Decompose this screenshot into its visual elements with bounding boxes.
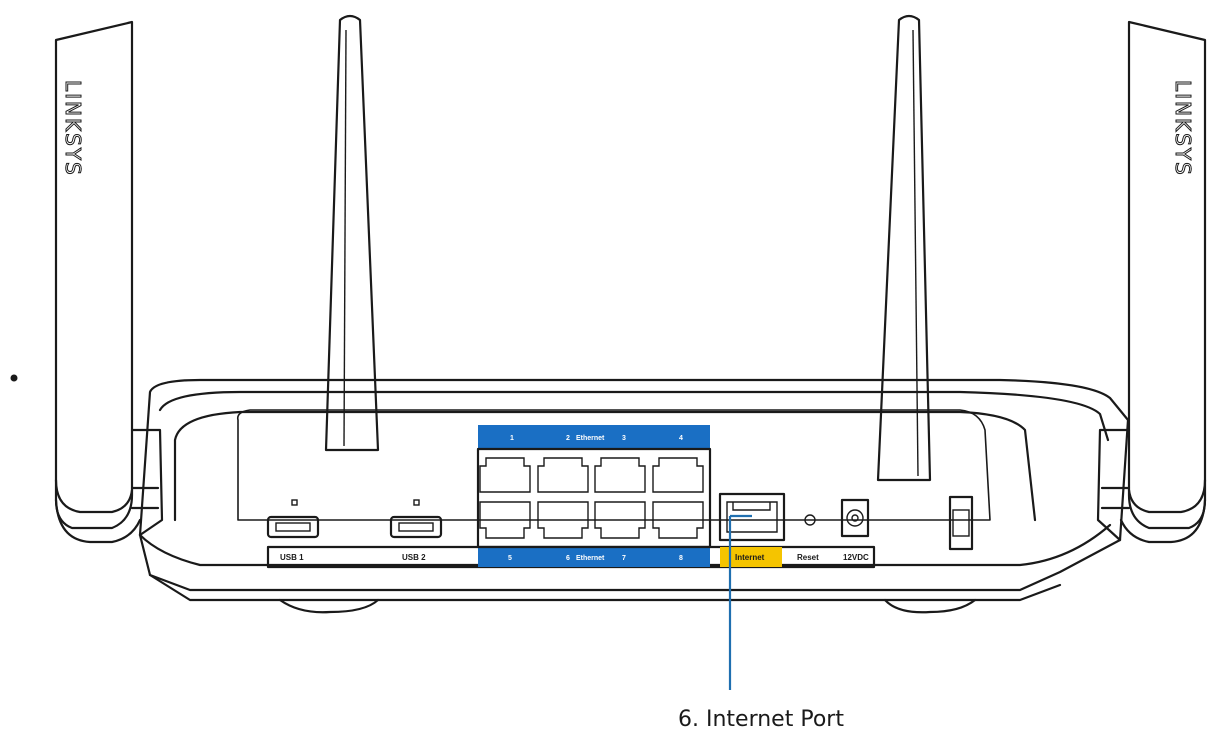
usb1-label: USB 1 xyxy=(280,553,304,562)
left-brand-text: LINKSYS xyxy=(61,80,85,177)
ethernet-block: 1 2 Ethernet 3 4 5 6 Ethernet 7 8 xyxy=(476,425,712,567)
ethernet-bottom-port-5: 5 xyxy=(508,555,512,562)
ethernet-top-port-3: 3 xyxy=(622,435,626,442)
right-side-antenna: LINKSYS xyxy=(1119,20,1207,544)
power-jack: 12VDC xyxy=(840,498,870,562)
usb2-port xyxy=(389,499,443,539)
reset-label: Reset xyxy=(797,553,819,562)
ethernet-bottom-port-7: 7 xyxy=(622,555,626,562)
bullet-dot xyxy=(10,374,18,382)
left-side-antenna: LINKSYS xyxy=(54,20,142,544)
ethernet-top-bar xyxy=(478,425,710,449)
usb2-label: USB 2 xyxy=(402,553,426,562)
internet-label: Internet xyxy=(735,553,765,562)
ethernet-top-label: Ethernet xyxy=(576,435,605,442)
ethernet-bottom-bar xyxy=(478,547,710,567)
usb1-port xyxy=(266,499,320,539)
right-tall-antenna xyxy=(876,14,932,482)
internet-port-callout: 6. Internet Port xyxy=(678,514,844,732)
power-switch xyxy=(948,495,974,551)
ethernet-top-port-1: 1 xyxy=(510,435,514,442)
ethernet-bottom-port-8: 8 xyxy=(679,555,683,562)
internet-label-bg xyxy=(720,547,782,567)
ethernet-top-port-2: 2 xyxy=(566,435,570,442)
right-brand-text: LINKSYS xyxy=(1171,80,1195,177)
router-body xyxy=(130,378,1131,614)
power-label: 12VDC xyxy=(843,553,869,562)
ethernet-bottom-label: Ethernet xyxy=(576,555,605,562)
callout-text: 6. Internet Port xyxy=(678,707,844,732)
ethernet-top-port-4: 4 xyxy=(679,435,683,442)
reset-button: Reset xyxy=(797,514,819,562)
ethernet-bottom-port-6: 6 xyxy=(566,555,570,562)
callout-line xyxy=(728,514,752,690)
left-tall-antenna xyxy=(324,14,380,452)
internet-port: Internet xyxy=(718,492,786,567)
